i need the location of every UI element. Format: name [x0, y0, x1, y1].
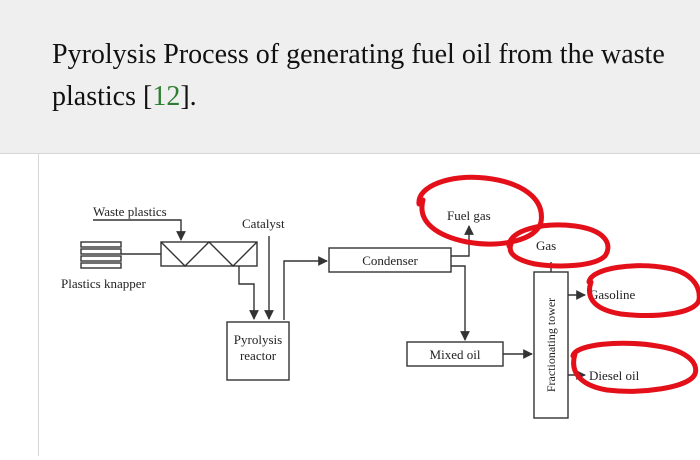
fuel-gas-arrow	[451, 225, 474, 257]
pyrolysis-reactor-box	[226, 321, 290, 381]
diagram-area: Waste plastics Catalyst Plastics knapper…	[38, 154, 700, 456]
label-catalyst: Catalyst	[242, 216, 285, 231]
caption-ref-open: [	[143, 81, 153, 112]
label-mixed-oil: Mixed oil	[430, 347, 481, 362]
label-waste-plastics: Waste plastics	[93, 204, 167, 219]
annotation-circle-gasoline	[586, 263, 700, 318]
label-fuel-gas: Fuel gas	[447, 208, 491, 223]
mixer-reactor-arrow	[238, 266, 259, 320]
label-gasoline: Gasoline	[589, 287, 635, 302]
pyrolysis-diagram: Waste plastics Catalyst Plastics knapper…	[61, 174, 700, 419]
plastics-knapper-shape	[80, 241, 122, 269]
caption-ref-close: ].	[180, 81, 197, 112]
mixer-shape	[160, 241, 258, 267]
annotation-circle-fuel-gas	[416, 174, 544, 247]
waste-plastics-arrow	[93, 219, 186, 241]
annotation-circle-gas	[506, 222, 611, 269]
label-condenser: Condenser	[362, 253, 418, 268]
label-reactor: reactor	[240, 348, 277, 363]
caption-text: Pyrolysis Process of generating fuel oil…	[52, 39, 665, 112]
label-fractionating-tower: Fractionating tower	[544, 298, 558, 392]
reactor-condenser-arrow	[283, 256, 328, 320]
figure-caption: Pyrolysis Process of generating fuel oil…	[52, 34, 672, 118]
caption-box: Pyrolysis Process of generating fuel oil…	[0, 0, 700, 154]
label-diesel-oil: Diesel oil	[589, 368, 640, 383]
label-plastics-knapper: Plastics knapper	[61, 276, 147, 291]
condenser-mixed-oil-arrow	[451, 265, 470, 341]
condenser-box	[328, 247, 452, 273]
annotation-circle-diesel-oil	[570, 340, 699, 394]
label-pyrolysis: Pyrolysis	[234, 332, 282, 347]
label-gas: Gas	[536, 238, 556, 253]
reference-link[interactable]: 12	[152, 81, 181, 112]
